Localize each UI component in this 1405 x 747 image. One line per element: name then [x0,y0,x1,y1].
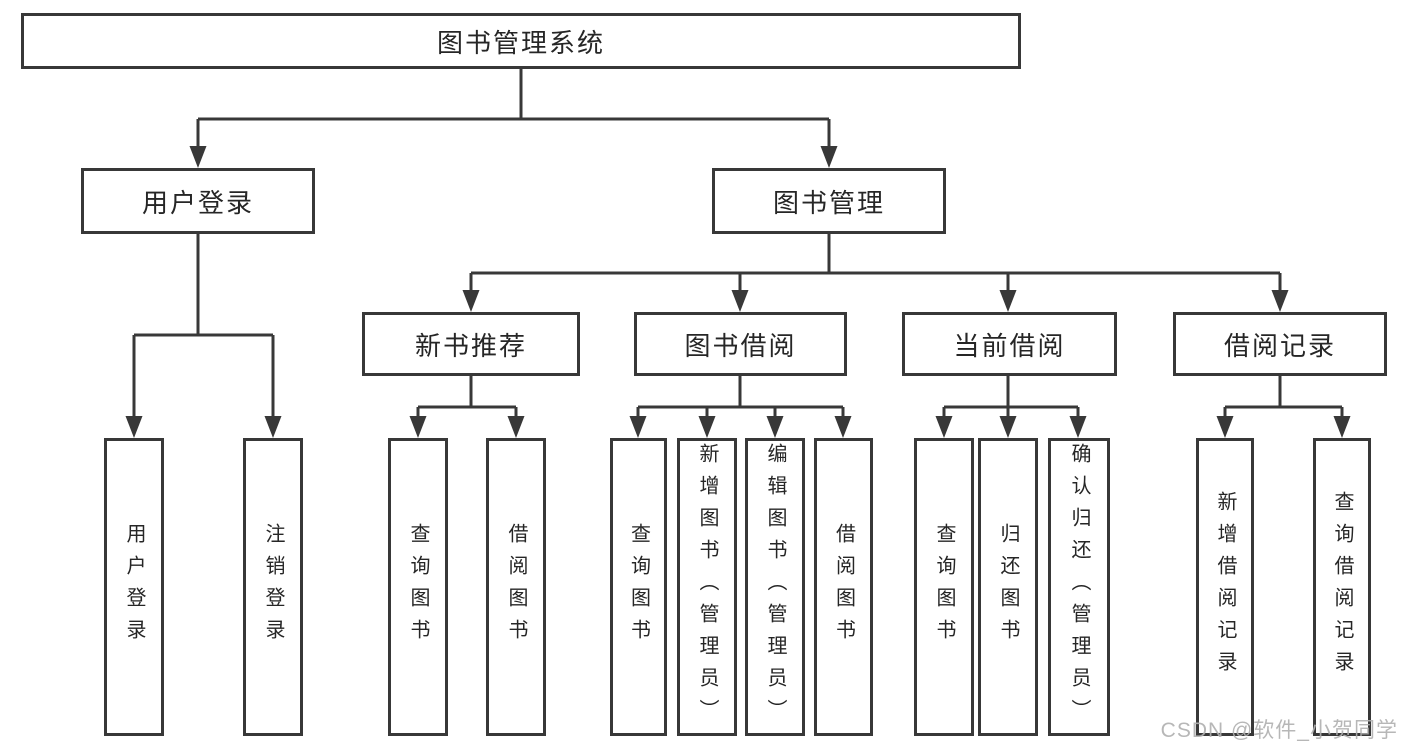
node-leaf-return-book-label: 归还图书 [997,523,1019,651]
node-leaf-user-login-label: 用户登录 [123,523,145,651]
node-current-borrow: 当前借阅 [902,312,1117,376]
node-leaf-borrow-book-1-label: 借阅图书 [505,523,527,651]
node-leaf-user-login: 用户登录 [104,438,164,736]
node-leaf-logout-label: 注销登录 [262,523,284,651]
node-leaf-query-book-1-label: 查询图书 [407,523,429,651]
node-leaf-query-record-label: 查询借阅记录 [1331,491,1353,683]
node-leaf-edit-book: 编辑图书（管理员） [745,438,805,736]
node-leaf-confirm-return: 确认归还（管理员） [1048,438,1110,736]
node-leaf-borrow-book-2-label: 借阅图书 [832,523,855,651]
node-leaf-query-book-1: 查询图书 [388,438,448,736]
node-leaf-edit-book-label: 编辑图书（管理员） [764,443,786,731]
node-borrow-record-label: 借阅记录 [1223,330,1336,361]
node-new-book-rec-label: 新书推荐 [414,330,527,361]
node-leaf-query-book-3-label: 查询图书 [933,523,955,651]
csdn-watermark: CSDN @软件_小贺同学 [1160,719,1398,742]
node-leaf-logout: 注销登录 [243,438,303,736]
node-root: 图书管理系统 [21,13,1021,69]
node-leaf-query-book-2-label: 查询图书 [627,523,650,651]
node-leaf-query-record: 查询借阅记录 [1313,438,1371,736]
node-leaf-confirm-return-label: 确认归还（管理员） [1068,443,1090,731]
node-leaf-add-record: 新增借阅记录 [1196,438,1254,736]
node-book-borrow-label: 图书借阅 [684,330,797,361]
node-leaf-query-book-3: 查询图书 [914,438,974,736]
node-leaf-add-record-label: 新增借阅记录 [1214,491,1236,683]
node-leaf-borrow-book-2: 借阅图书 [814,438,873,736]
node-leaf-add-book: 新增图书（管理员） [677,438,737,736]
node-leaf-query-book-2: 查询图书 [610,438,667,736]
node-book-mgmt-label: 图书管理 [772,187,885,218]
node-root-label: 图书管理系统 [436,27,605,58]
node-book-borrow: 图书借阅 [634,312,847,376]
node-user-login: 用户登录 [81,168,315,234]
node-user-login-label: 用户登录 [141,187,254,218]
node-leaf-return-book: 归还图书 [978,438,1038,736]
node-leaf-add-book-label: 新增图书（管理员） [696,443,718,731]
node-current-borrow-label: 当前借阅 [953,330,1066,361]
node-book-mgmt: 图书管理 [712,168,946,234]
node-leaf-borrow-book-1: 借阅图书 [486,438,546,736]
node-borrow-record: 借阅记录 [1173,312,1387,376]
node-new-book-rec: 新书推荐 [362,312,580,376]
